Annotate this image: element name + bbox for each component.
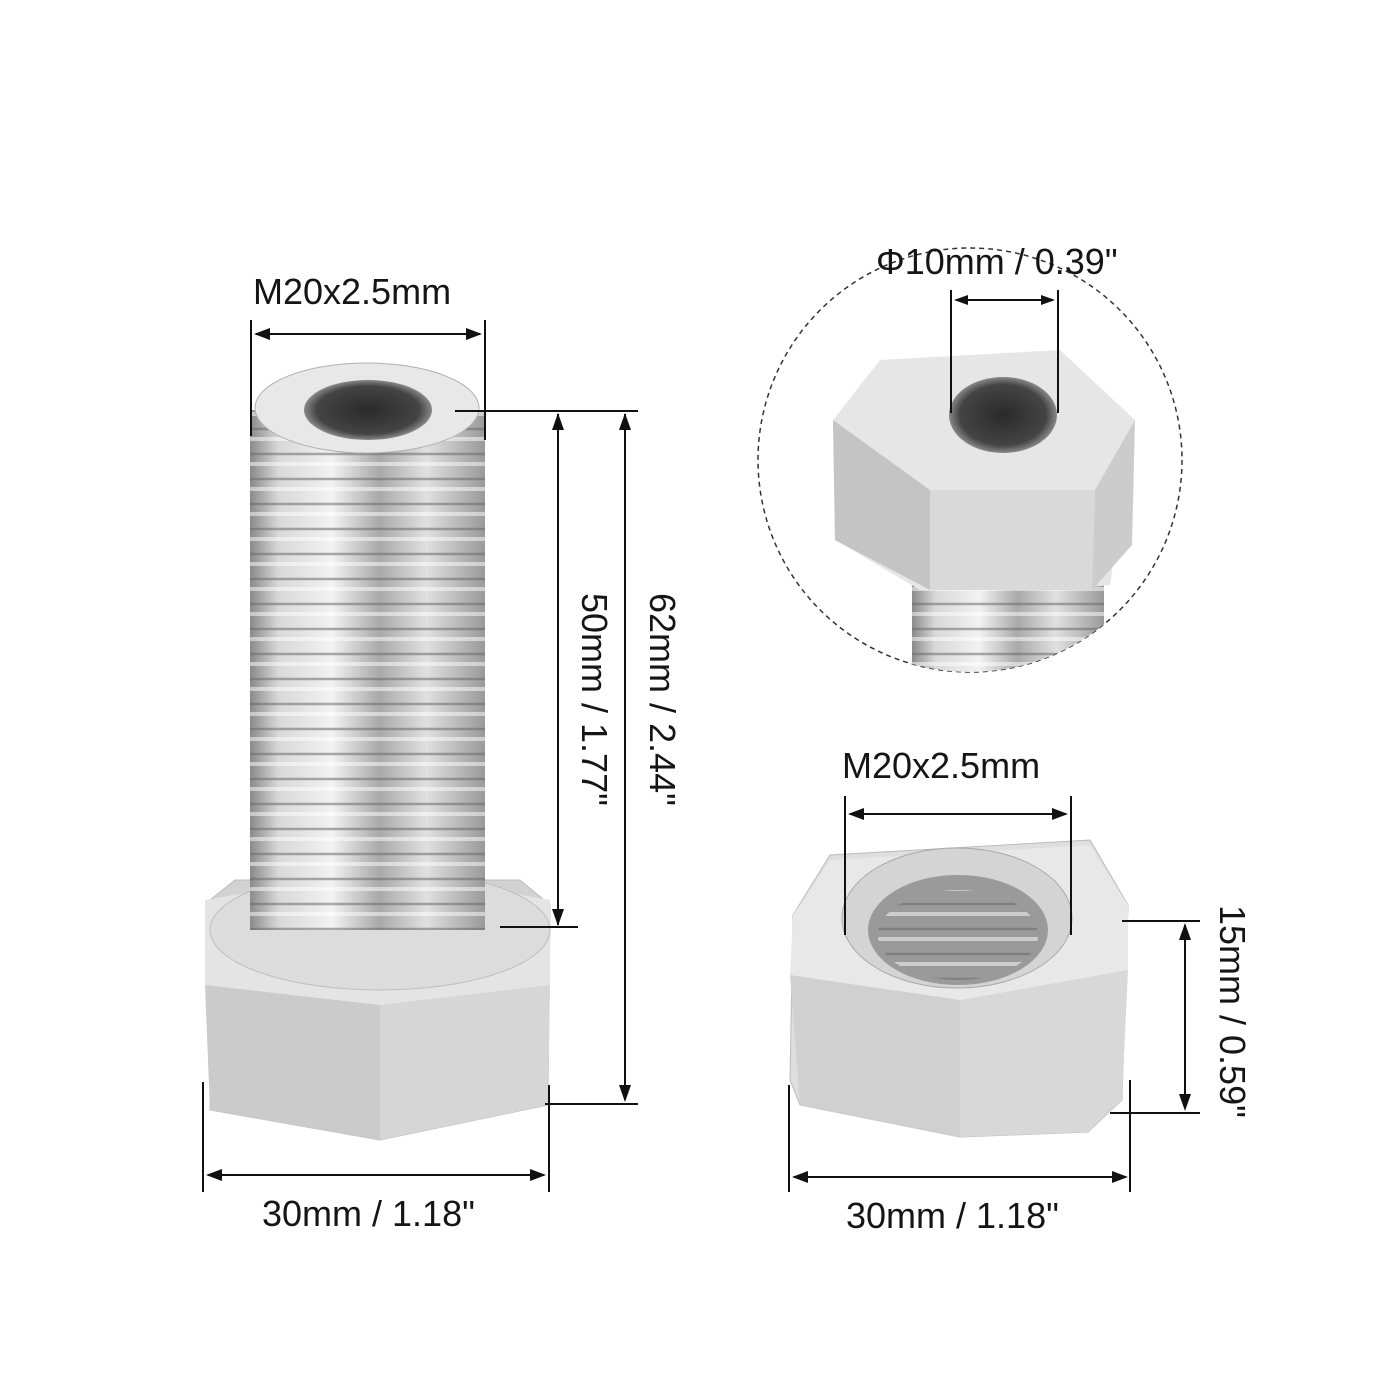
bolt-thread-label: M20x2.5mm [253,271,452,312]
nut-dimension-lines [788,796,1200,1192]
bolt-thread-length-label: 50mm / 1.77" [574,593,615,806]
detail-dimension-lines [950,290,1059,413]
nut-thread-label: M20x2.5mm [842,745,1041,786]
bolt-illustration [205,362,551,1141]
bolt-dimension-lines [202,320,638,1192]
bolt-head-width-label: 30mm / 1.18" [262,1193,475,1234]
bolt-total-length-label: 62mm / 2.44" [642,593,683,806]
detail-hole-diameter-label: Φ10mm / 0.39" [876,241,1118,282]
nut-height-label: 15mm / 0.59" [1212,905,1253,1118]
nut-width-label: 30mm / 1.18" [846,1195,1059,1236]
detail-view-circle [757,247,1183,673]
nut-illustration [789,839,1129,1138]
